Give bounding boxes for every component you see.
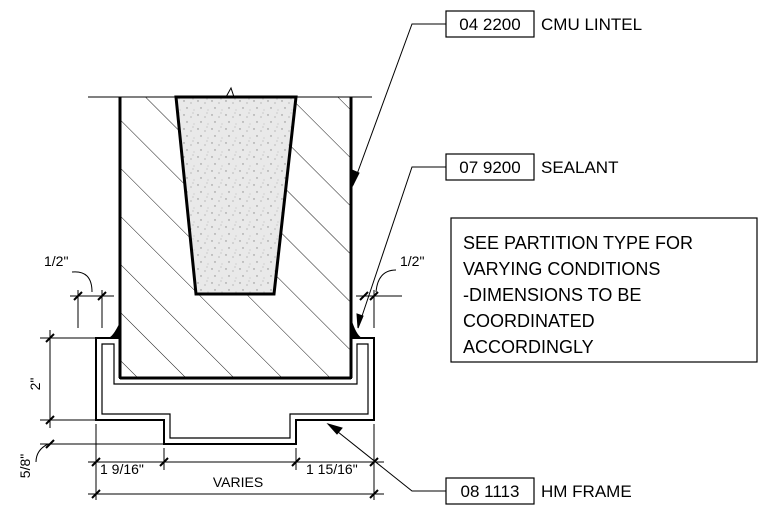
- hm-frame-profile: [95, 337, 375, 445]
- dim-width: VARIES: [213, 474, 263, 490]
- callout-code-box: [445, 153, 535, 181]
- note-line: VARYING CONDITIONS: [463, 259, 660, 279]
- note-box: SEE PARTITION TYPE FOR VARYING CONDITION…: [450, 217, 758, 363]
- sealant-beads: [108, 318, 362, 338]
- callout-code: 07 9200: [459, 158, 520, 177]
- leader-lines: [326, 23, 446, 492]
- dim-half-left: 1/2": [44, 253, 68, 269]
- dim-left-face: 1 9/16": [100, 461, 144, 477]
- callout-label: SEALANT: [541, 158, 618, 177]
- note-line: SEE PARTITION TYPE FOR: [463, 233, 693, 253]
- dim-frame-height: 2": [27, 378, 43, 391]
- callout-code-box: [445, 477, 535, 505]
- callout-cmu-lintel: 04 2200 CMU LINTEL: [445, 10, 642, 38]
- callout-label: CMU LINTEL: [541, 15, 642, 34]
- callout-code: 04 2200: [459, 15, 520, 34]
- dim-right-face: 1 15/16": [306, 461, 358, 477]
- note-line: ACCORDINGLY: [463, 337, 594, 357]
- dim-half-right: 1/2": [400, 253, 424, 269]
- dimension-lines: [35, 269, 402, 500]
- callout-hm-frame: 08 1113 HM FRAME: [445, 477, 632, 505]
- note-line: COORDINATED: [463, 311, 595, 331]
- callout-code-box: [445, 10, 535, 38]
- dim-frame-offset: 5/8": [17, 454, 33, 478]
- grout-core: [174, 95, 298, 296]
- note-line: -DIMENSIONS TO BE: [463, 285, 641, 305]
- callout-label: HM FRAME: [541, 482, 632, 501]
- callout-code: 08 1113: [461, 482, 520, 501]
- dimension-labels: 1/2" 1/2" 2" 5/8" 1 9/16" 1 15/16" VARIE…: [17, 253, 424, 490]
- cmu-lintel-body: [118, 95, 353, 380]
- callout-sealant: 07 9200 SEALANT: [445, 153, 618, 181]
